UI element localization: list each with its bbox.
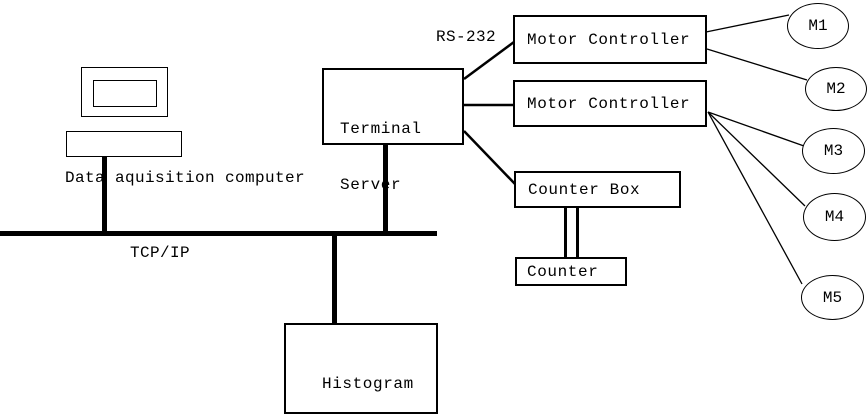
motor-ellipse-m3: M3 bbox=[802, 128, 865, 174]
histogram-memory-box: Histogram Memory bbox=[284, 323, 438, 414]
line-motor-controller-bottom-to-m3 bbox=[707, 111, 805, 147]
tcp-ip-label: TCP/IP bbox=[130, 244, 191, 262]
motor-m3-label: M3 bbox=[823, 142, 844, 160]
counter-link-line-left bbox=[564, 208, 567, 259]
motor-controller-bottom-label: Motor Controller bbox=[527, 94, 691, 113]
counter-box-box: Counter Box bbox=[514, 171, 681, 208]
line-terminal-server-to-counter-box bbox=[463, 130, 516, 185]
counter-box-label: Counter Box bbox=[528, 180, 641, 199]
rs-232-label: RS-232 bbox=[436, 28, 497, 46]
counter-link-line-right bbox=[576, 208, 579, 259]
motor-ellipse-m1: M1 bbox=[787, 3, 849, 49]
histogram-memory-label-line1: Histogram bbox=[322, 375, 414, 393]
computer-keyboard-icon bbox=[66, 131, 182, 157]
line-motor-controller-bottom-to-m5 bbox=[707, 111, 803, 285]
motor-controller-top-box: Motor Controller bbox=[513, 15, 707, 64]
motor-m5-label: M5 bbox=[822, 288, 843, 307]
computer-bus-drop-line bbox=[102, 156, 107, 232]
terminal-server-label-line2: Server bbox=[340, 176, 402, 194]
computer-screen-icon bbox=[93, 80, 157, 107]
line-motor-controller-bottom-to-m4 bbox=[707, 111, 806, 207]
line-terminal-server-to-motor-controller-top bbox=[463, 40, 515, 81]
tcp-ip-bus-line bbox=[0, 231, 437, 236]
histogram-memory-bus-drop-line bbox=[332, 236, 337, 324]
motor-m2-label: M2 bbox=[826, 80, 846, 98]
motor-ellipse-m5: M5 bbox=[801, 275, 864, 320]
motor-ellipse-m2: M2 bbox=[805, 67, 867, 111]
terminal-server-box: Terminal Server bbox=[322, 68, 464, 194]
motor-controller-bottom-box: Motor Controller bbox=[513, 80, 707, 127]
computer-caption: Data aquisition computer bbox=[65, 169, 306, 187]
terminal-server-bus-drop-line bbox=[383, 144, 388, 232]
terminal-server-label-line1: Terminal bbox=[340, 120, 422, 138]
motor-m1-label: M1 bbox=[808, 17, 828, 35]
line-motor-controller-top-to-m2 bbox=[706, 48, 808, 81]
motor-ellipse-m4: M4 bbox=[803, 193, 866, 241]
counter-label: Counter bbox=[527, 262, 599, 281]
counter-box: Counter bbox=[515, 257, 627, 286]
motor-m4-label: M4 bbox=[824, 208, 845, 226]
motor-controller-top-label: Motor Controller bbox=[527, 30, 691, 49]
line-motor-controller-top-to-m1 bbox=[705, 14, 790, 33]
